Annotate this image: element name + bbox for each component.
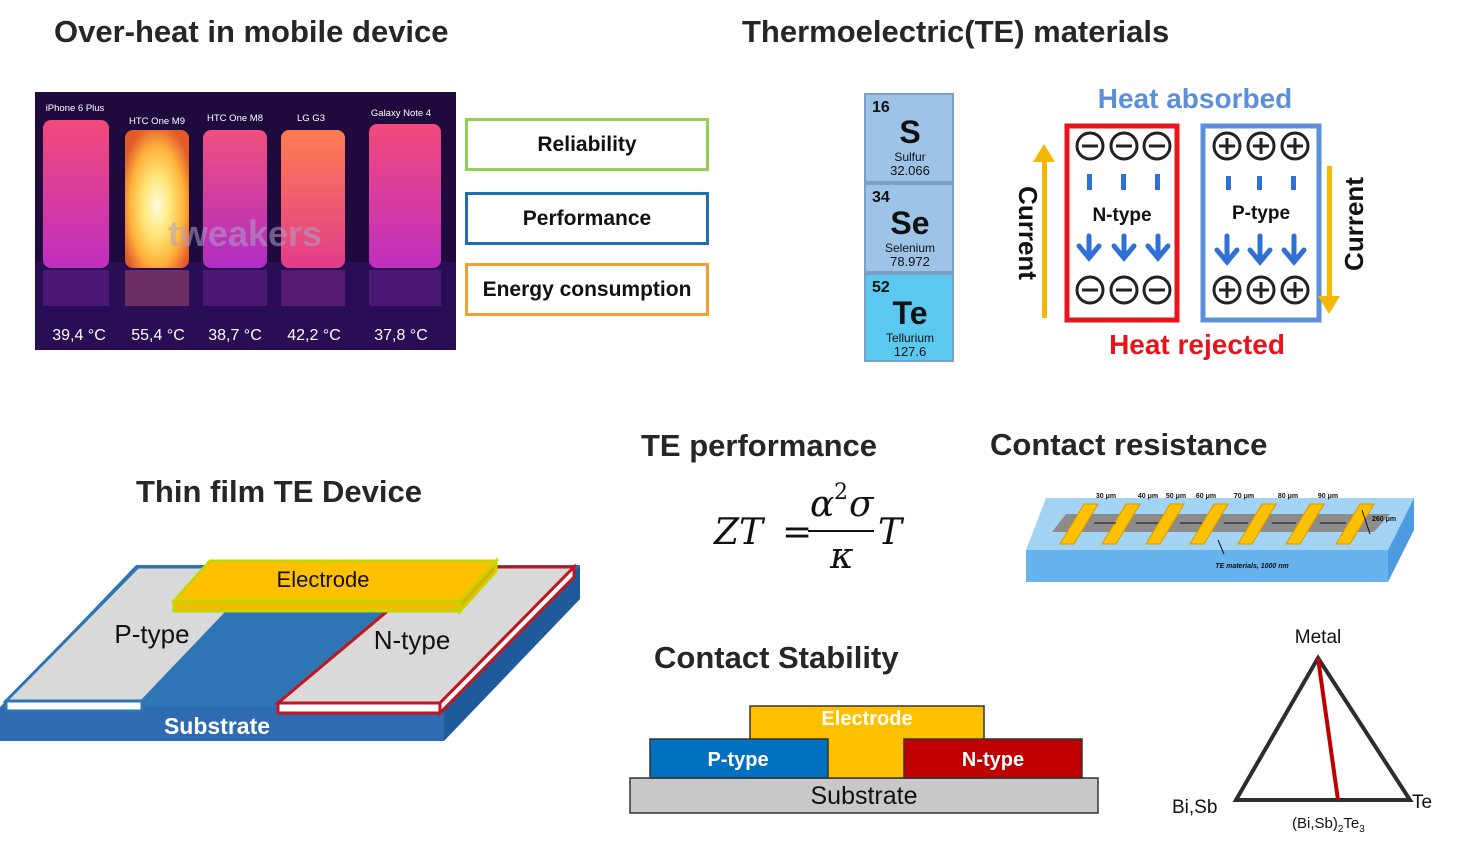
phone-thermal [281, 130, 345, 268]
heading-overheat: Over-heat in mobile device [54, 14, 449, 49]
carrier-flow-arrows [1076, 233, 1307, 266]
p-type-label: P-type [1232, 203, 1290, 224]
heat-absorbed-label: Heat absorbed [1098, 83, 1293, 114]
svg-text:32.066: 32.066 [890, 163, 930, 178]
element-tiles: 16 S Sulfur 32.066 34 Se Selenium 78.972… [864, 93, 954, 362]
thin-film-device: Electrode P-type N-type Substrate [0, 557, 580, 741]
phone-thermal [125, 130, 189, 268]
svg-text:Selenium: Selenium [885, 241, 935, 255]
tie-line [1316, 657, 1340, 801]
phone-thermal [369, 124, 441, 268]
ternary-triangle [1232, 654, 1414, 802]
width-label: 260 μm [1372, 516, 1396, 523]
phone-thermal [203, 130, 267, 268]
heading-thin-film: Thin film TE Device [136, 474, 422, 509]
formula-sigma: σ [849, 484, 874, 525]
phone-thermal [43, 120, 109, 268]
vertex-metal: Metal [1295, 627, 1341, 648]
electron-minus [1075, 275, 1172, 305]
p-type-label: P-type [114, 619, 189, 649]
svg-text:Te: Te [893, 295, 928, 331]
element-tile-s: 16 S Sulfur 32.066 [864, 93, 954, 183]
spacing-arrows [1094, 509, 1371, 555]
concern-performance: Performance [465, 192, 709, 245]
te-material-label: TE materials, 1000 nm [1215, 563, 1289, 570]
fraction-bar [808, 530, 874, 532]
electrode-label: Electrode [821, 708, 912, 730]
ternary-diagram: Metal Bi,Sb Te (Bi,Sb)2Te3 [1172, 627, 1432, 835]
svg-text:S: S [899, 114, 920, 150]
spacing-label: 90 μm [1318, 493, 1338, 500]
hole-plus [1212, 131, 1310, 161]
heading-contact-stability: Contact Stability [654, 640, 899, 675]
phone-temp: 55,4 °C [131, 327, 185, 344]
phone-temp: 39,4 °C [52, 327, 106, 344]
phone-name: iPhone 6 Plus [46, 103, 105, 114]
svg-text:Sulfur: Sulfur [894, 150, 925, 164]
svg-text:127.6: 127.6 [894, 344, 927, 359]
formula-exponent: 2 [834, 480, 848, 505]
heading-te-materials: Thermoelectric(TE) materials [742, 14, 1170, 49]
thermal-phone-image: tweakers iPhone 6 Plus HTC One M9 HTC On… [35, 92, 456, 350]
heading-te-performance: TE performance [641, 428, 878, 463]
phone-temp: 37,8 °C [374, 327, 428, 344]
concern-energy: Energy consumption [465, 263, 709, 316]
current-label-right: Current [1339, 177, 1369, 271]
svg-text:16: 16 [872, 99, 890, 116]
p-type-layer [649, 738, 829, 779]
tlm-pattern: 30 μm 40 μm 50 μm 60 μm 70 μm 80 μm 90 μ… [1026, 493, 1414, 582]
zt-formula: ZT = α 2 σ κ T [712, 478, 912, 578]
watermark-text: tweakers [168, 213, 322, 254]
heat-rejected-label: Heat rejected [1109, 329, 1285, 360]
current-arrow-right [1318, 166, 1340, 314]
n-type-label: N-type [962, 749, 1024, 771]
svg-text:52: 52 [872, 279, 890, 296]
formula-lhs: ZT [714, 512, 764, 553]
contact-stability-stack: Electrode P-type N-type Substrate [629, 705, 1099, 814]
svg-text:78.972: 78.972 [890, 254, 930, 269]
hole-plus [1212, 275, 1310, 305]
phone-name: HTC One M9 [129, 116, 185, 127]
n-type-label: N-type [374, 625, 451, 655]
vertex-bisb: Bi,Sb [1172, 797, 1217, 818]
element-tile-te: 52 Te Tellurium 127.6 [864, 273, 954, 362]
p-type-label: P-type [707, 749, 768, 771]
concern-reliability: Reliability [465, 118, 709, 171]
spacing-label: 70 μm [1234, 493, 1254, 500]
phone-name: LG G3 [297, 113, 325, 124]
spacing-label: 50 μm [1166, 493, 1186, 500]
compound-label: (Bi,Sb)2Te3 [1292, 815, 1365, 835]
substrate-label: Substrate [810, 782, 917, 810]
current-label-left: Current [1013, 186, 1043, 280]
svg-text:Tellurium: Tellurium [886, 331, 934, 345]
formula-kappa: κ [830, 536, 854, 577]
formula-alpha: α [810, 484, 835, 525]
electron-minus [1075, 131, 1172, 161]
spacing-label: 60 μm [1196, 493, 1216, 500]
n-type-layer [903, 738, 1083, 779]
spacing-label: 80 μm [1278, 493, 1298, 500]
tlm-pads [1059, 503, 1375, 545]
formula-equals: = [782, 512, 813, 553]
spacing-label: 30 μm [1096, 493, 1116, 500]
te-cooling-diagram: Heat absorbed Heat rejected N-type P-typ… [1013, 83, 1369, 360]
substrate-label: Substrate [164, 713, 270, 739]
phone-name: Galaxy Note 4 [371, 108, 431, 119]
phone-temp: 38,7 °C [208, 327, 262, 344]
svg-text:Se: Se [890, 205, 929, 241]
electrode-label: Electrode [277, 567, 370, 592]
phone-temp: 42,2 °C [287, 327, 341, 344]
heading-contact-resistance: Contact resistance [990, 427, 1268, 462]
n-type-label: N-type [1092, 205, 1151, 226]
vertex-te: Te [1412, 792, 1432, 813]
phone-name: HTC One M8 [207, 113, 263, 124]
svg-text:34: 34 [872, 189, 890, 206]
element-tile-se: 34 Se Selenium 78.972 [864, 183, 954, 273]
spacing-label: 40 μm [1138, 493, 1158, 500]
current-arrow-left [1033, 144, 1055, 318]
formula-t: T [878, 512, 903, 553]
carrier-flow-dashes [1087, 174, 1296, 190]
